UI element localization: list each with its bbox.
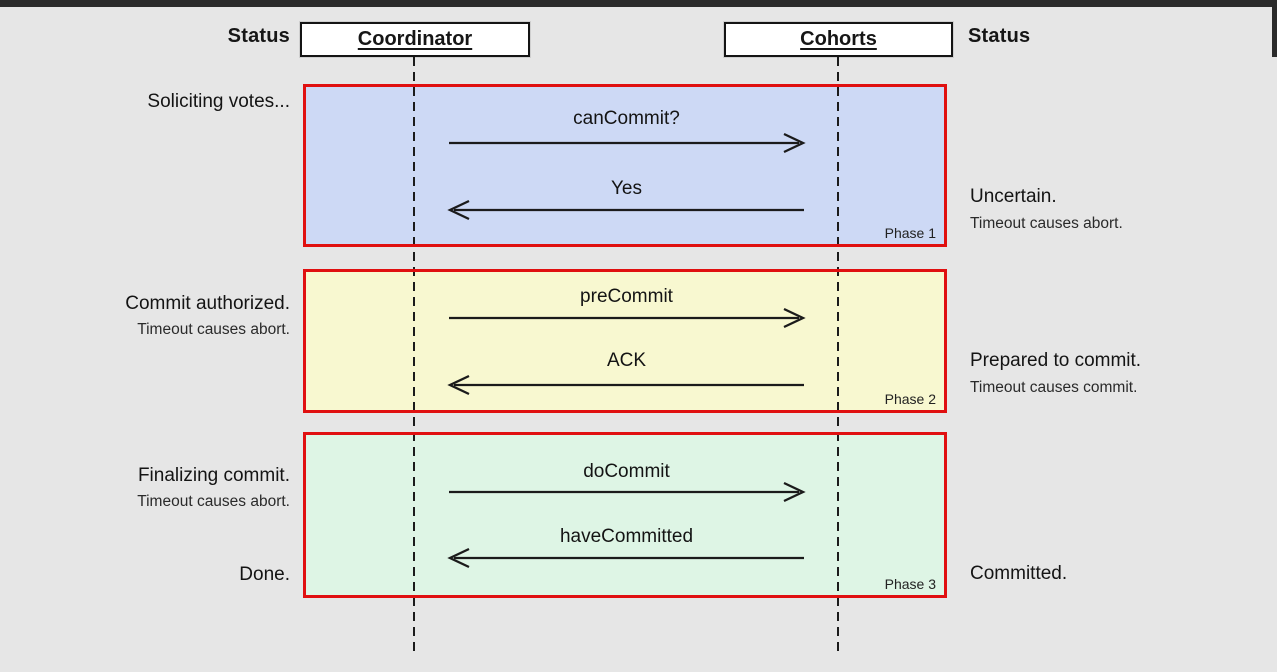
phase-3-frame: doCommit haveCommitted Phase 3 — [303, 432, 947, 598]
message-label: preCommit — [580, 286, 673, 307]
left-status-header: Status — [227, 25, 290, 47]
cohorts-lifeline — [837, 57, 839, 655]
message-label: ACK — [606, 350, 647, 371]
coordinator-label: Coordinator — [357, 28, 473, 50]
status-timeout-abort: Timeout causes abort. — [137, 321, 290, 338]
status-soliciting-votes: Soliciting votes... — [147, 91, 290, 112]
arrow-right-icon — [449, 307, 806, 329]
right-status-header: Status — [968, 25, 1031, 47]
phase-tag: Phase 1 — [884, 225, 936, 241]
message-label: Yes — [611, 178, 642, 199]
arrow-left-icon — [447, 374, 804, 396]
status-finalizing-commit: Finalizing commit. — [137, 465, 290, 486]
coordinator-box: Coordinator — [300, 22, 530, 57]
status-done: Done. — [239, 564, 290, 585]
message-label: canCommit? — [573, 108, 680, 129]
status-timeout-commit: Timeout causes commit. — [970, 379, 1138, 396]
status-timeout-abort: Timeout causes abort. — [137, 493, 290, 510]
coordinator-lifeline — [413, 57, 415, 655]
phase-3-box — [303, 432, 947, 598]
message-label: doCommit — [583, 461, 670, 482]
status-committed: Committed. — [970, 563, 1068, 584]
status-commit-authorized: Commit authorized. — [125, 293, 290, 314]
phase-1-box — [303, 84, 947, 247]
status-timeout-abort: Timeout causes abort. — [970, 215, 1123, 232]
arrow-left-icon — [447, 547, 804, 569]
phase-tag: Phase 2 — [884, 391, 936, 407]
status-uncertain: Uncertain. — [970, 186, 1057, 207]
cohorts-box: Cohorts — [724, 22, 953, 57]
arrow-right-icon — [449, 481, 806, 503]
window-top-edge — [0, 0, 1277, 7]
arrow-left-icon — [447, 199, 804, 221]
phase-2-box — [303, 269, 947, 413]
phase-2-frame: preCommit ACK Phase 2 — [303, 269, 947, 413]
cohorts-label: Cohorts — [800, 28, 877, 50]
phase-tag: Phase 3 — [884, 576, 936, 592]
status-prepared-to-commit: Prepared to commit. — [970, 350, 1142, 371]
arrow-right-icon — [449, 132, 806, 154]
window-right-edge — [1272, 0, 1277, 57]
message-label: haveCommitted — [559, 526, 694, 547]
phase-1-frame: canCommit? Yes Phase 1 — [303, 84, 947, 247]
